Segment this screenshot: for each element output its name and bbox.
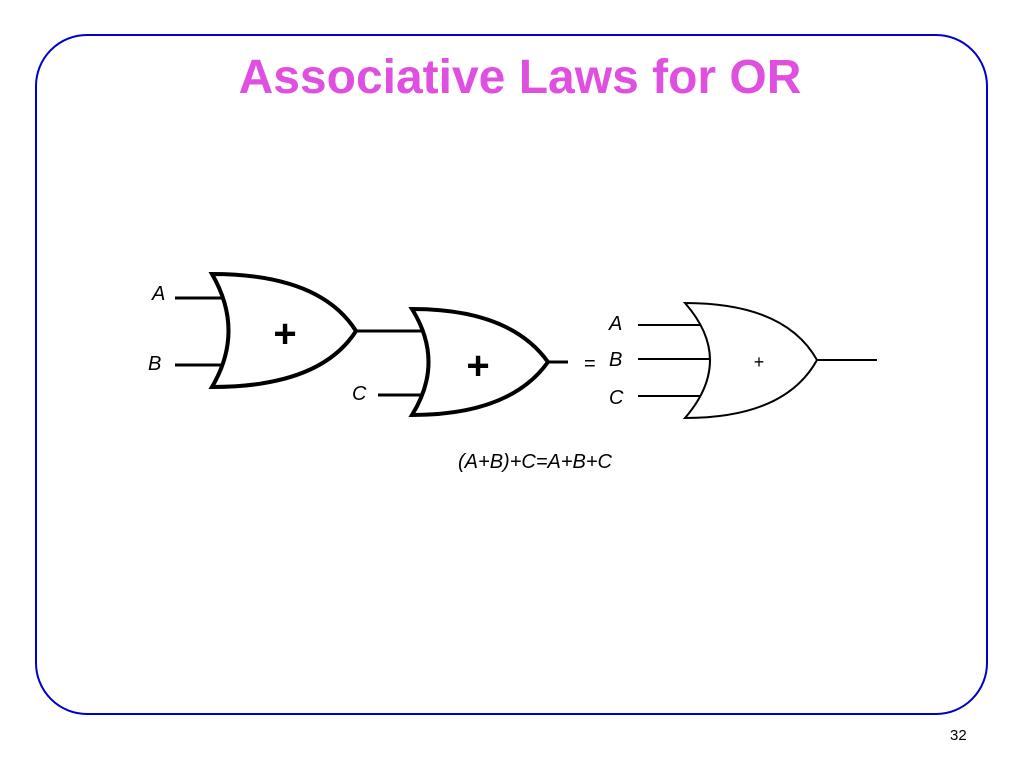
equation-text: (A+B)+C=A+B+C: [458, 451, 613, 473]
gate3-input-c-label: C: [609, 387, 624, 409]
gate1-symbol: +: [273, 312, 296, 356]
gate2-symbol: +: [466, 344, 489, 388]
slide-title: Associative Laws for OR: [238, 51, 802, 104]
or-gate-1: +: [175, 271, 359, 390]
slide-frame: [35, 34, 988, 715]
gate3-input-a-label: A: [608, 313, 622, 335]
gate2-input-c-label: C: [352, 383, 367, 405]
or-gate-2: +: [378, 306, 568, 418]
gate1-input-a-label: A: [151, 283, 165, 305]
gate1-input-b-label: B: [148, 353, 161, 375]
or-gate-3-input: +: [638, 301, 877, 420]
gate3-symbol: +: [754, 352, 765, 372]
equals-sign: =: [584, 353, 596, 375]
gate3-input-b-label: B: [609, 349, 622, 371]
page-number: 32: [950, 727, 967, 744]
